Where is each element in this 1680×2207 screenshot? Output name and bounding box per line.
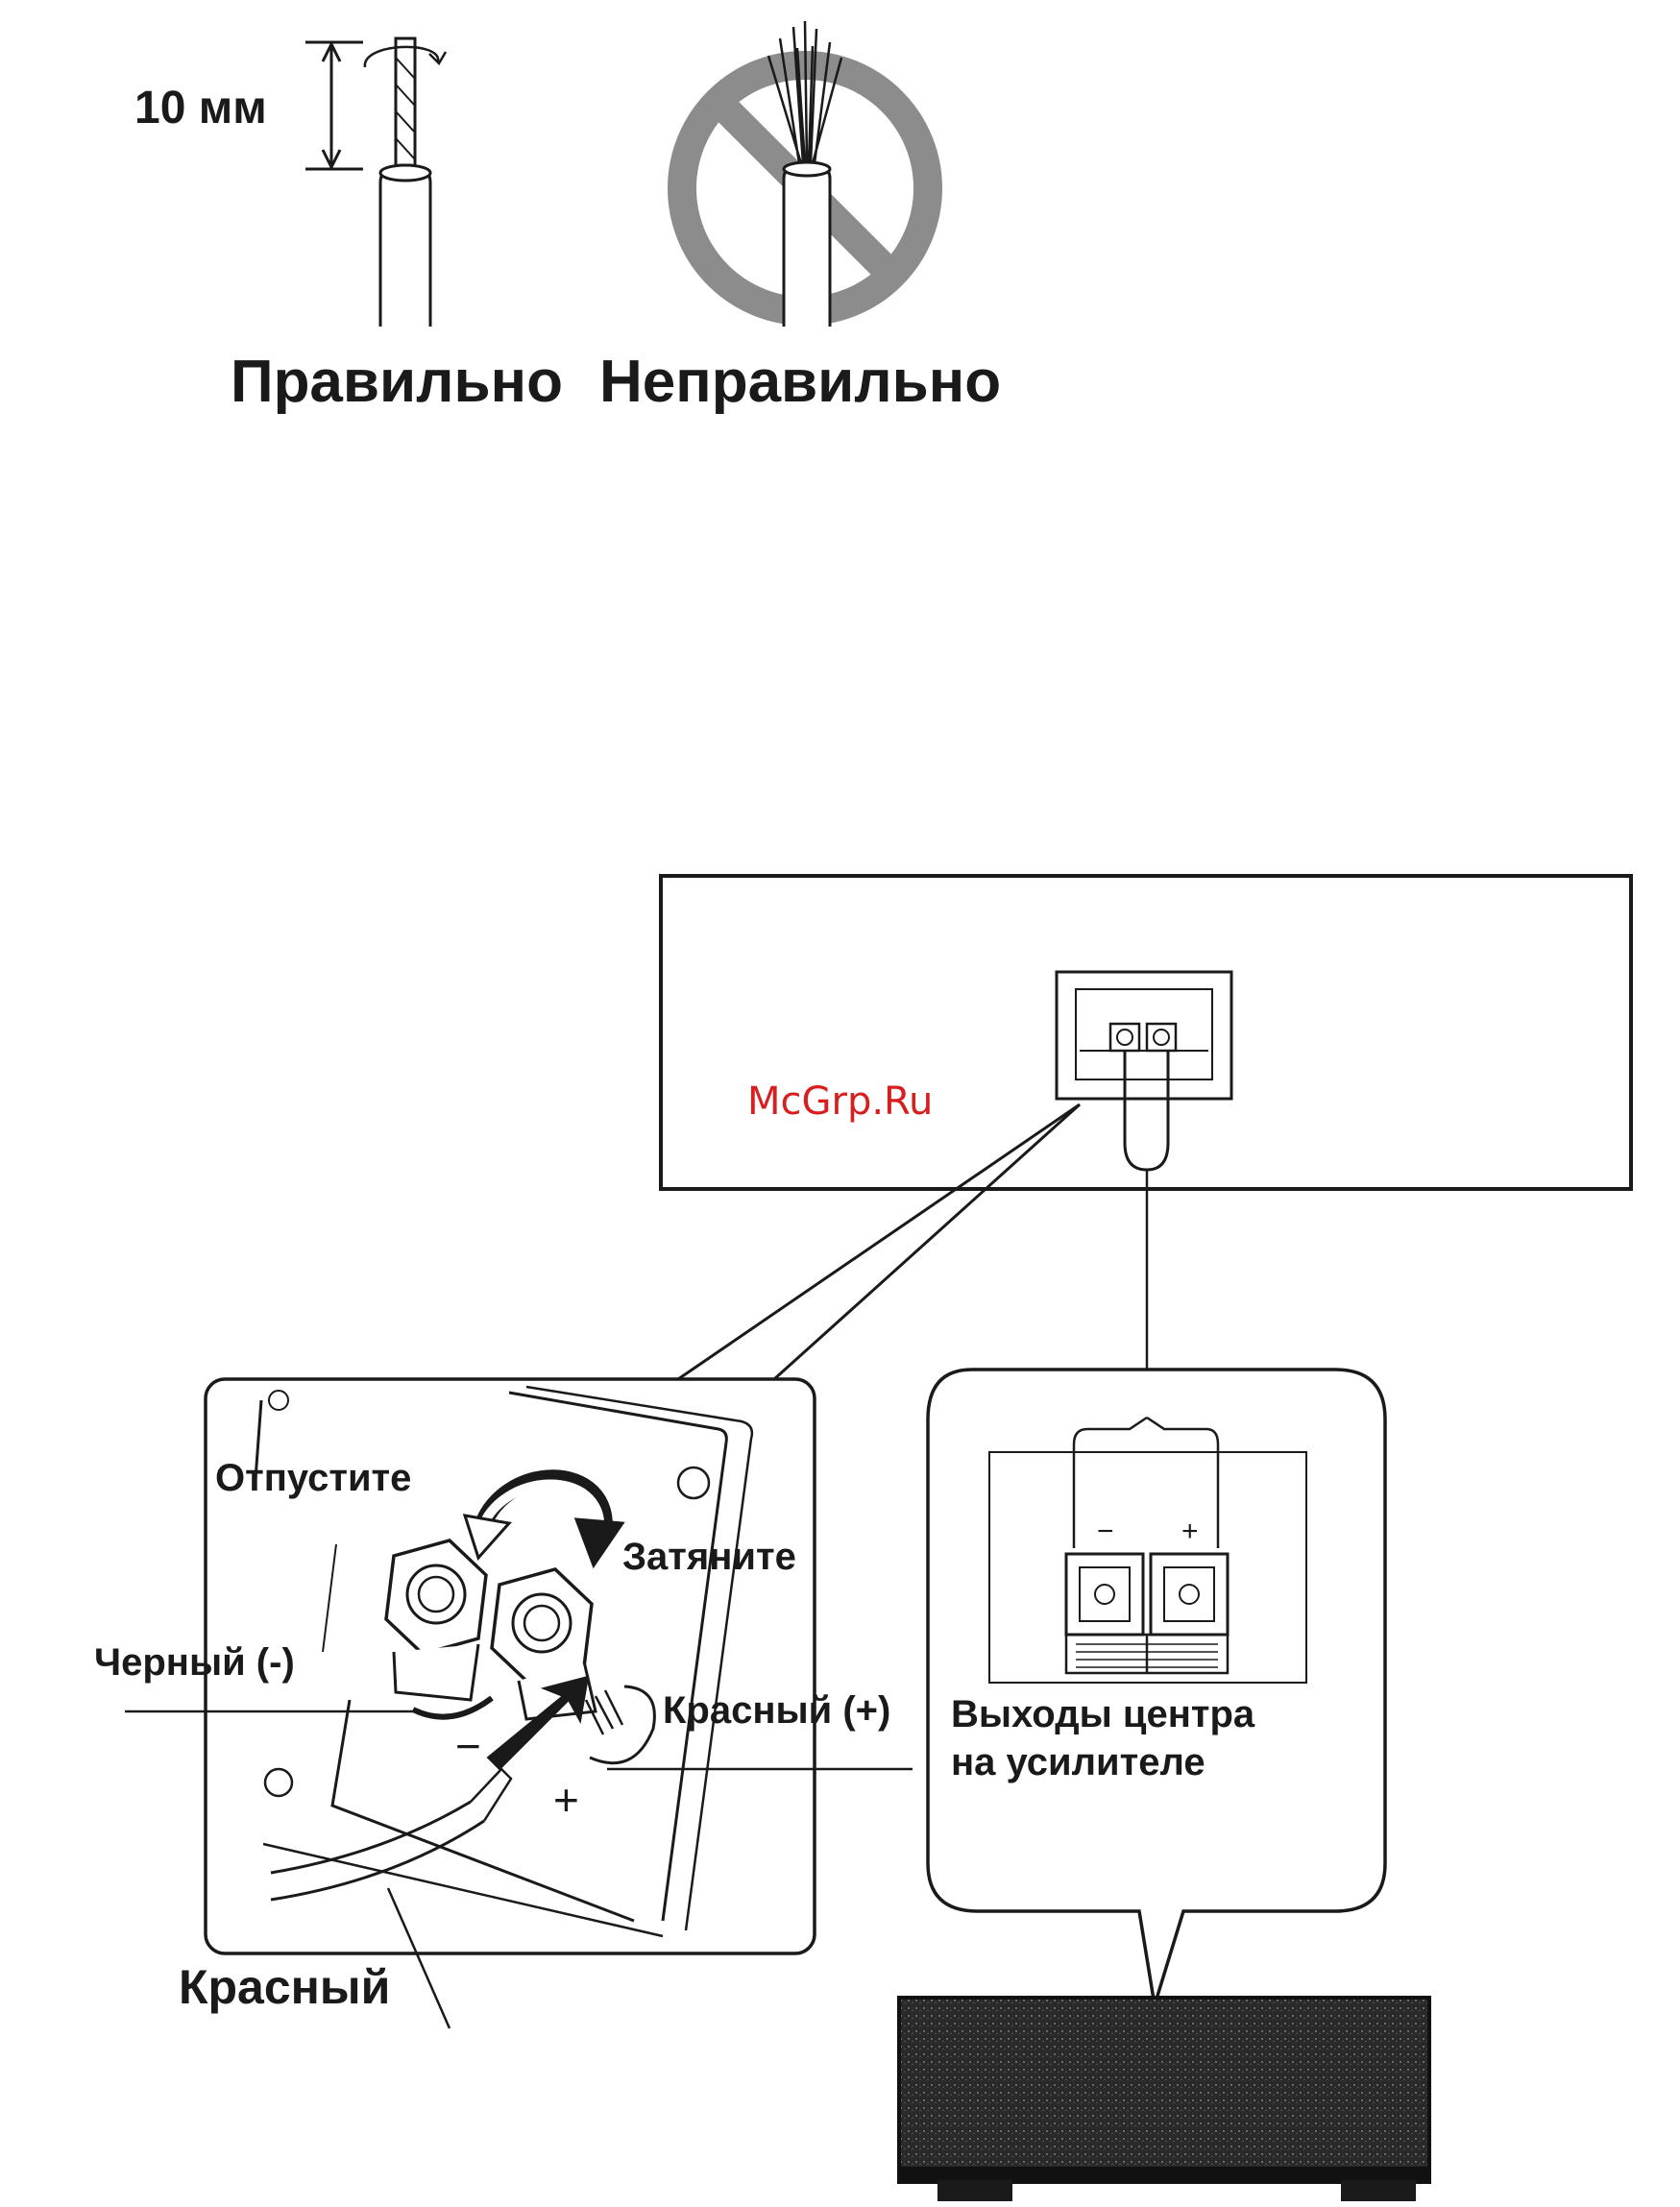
label-loosen: Отпустите [215,1457,411,1499]
label-center-output-line2: на усилителе [951,1741,1205,1783]
label-red: Красный [179,1960,390,2014]
amplifier-unit [899,1998,1429,2201]
speaker-rear-panel [661,876,1631,1418]
watermark: McGrp.Ru [747,1079,933,1124]
label-incorrect: Неправильно [599,349,1001,415]
amplifier-output-bubble [928,1370,1385,2005]
wire-strip-correct [305,38,446,327]
zoom-callout-lines [678,1104,1080,1379]
zoom-plus-sign: + [553,1775,579,1825]
label-correct: Правильно [231,349,563,415]
amp-plus-sign: + [1181,1516,1199,1547]
speaker-terminal-plus [1147,1024,1176,1051]
label-center-output-line1: Выходы центра [951,1693,1255,1735]
label-red-positive: Красный (+) [663,1689,890,1732]
tighten-arrow-head [576,1519,622,1565]
amp-minus-sign: − [1097,1516,1114,1547]
label-black-negative: Черный (-) [94,1641,295,1684]
strip-length-label: 10 мм [134,83,267,133]
label-tighten: Затяните [622,1536,796,1578]
zoom-minus-sign: − [455,1721,481,1771]
speaker-terminal-minus [1110,1024,1139,1051]
wire-strip-incorrect [682,21,928,327]
